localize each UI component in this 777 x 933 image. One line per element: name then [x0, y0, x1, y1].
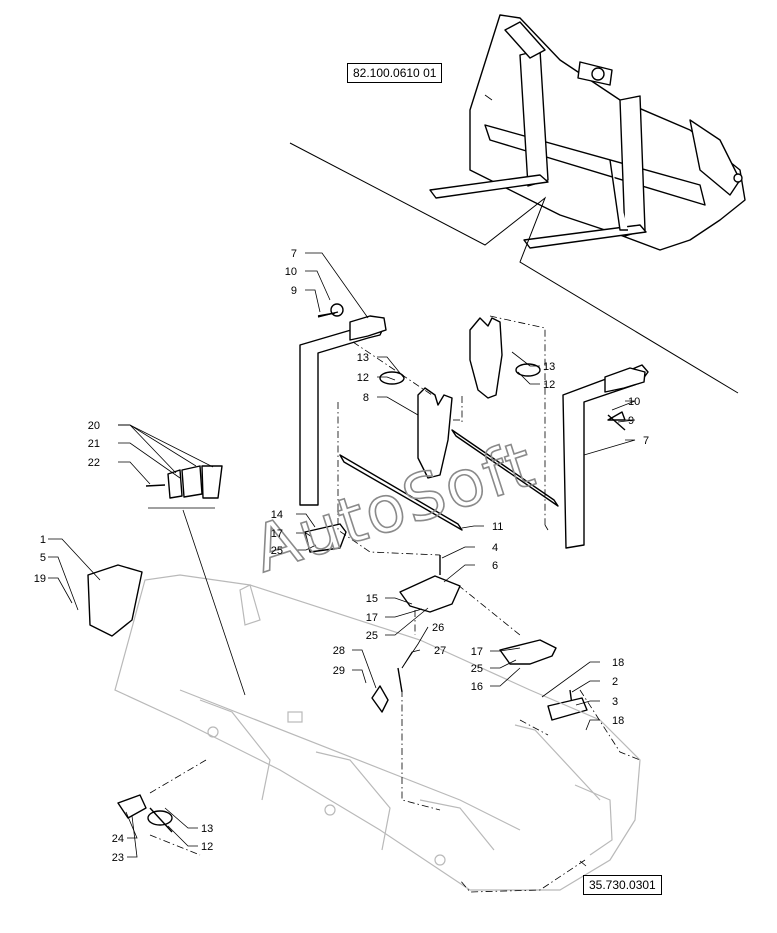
callout-c7b: 7 [643, 435, 649, 447]
callout-c18a: 18 [612, 657, 624, 669]
reference-box-top: 82.100.0610 01 [347, 63, 443, 83]
wear-plates [145, 465, 223, 499]
callout-c6: 6 [492, 560, 498, 572]
callout-c3: 3 [612, 696, 618, 708]
callout-c29: 29 [333, 665, 345, 677]
callout-c9b: 9 [628, 415, 634, 427]
callout-c12c: 12 [201, 841, 213, 853]
callout-c13a: 13 [357, 352, 369, 364]
callout-c24: 24 [112, 833, 124, 845]
callout-c11: 11 [492, 521, 503, 533]
bucket-outline [114, 574, 641, 891]
callout-c25a: 25 [271, 545, 283, 557]
callout-c17b: 17 [366, 612, 378, 624]
callout-c7a: 7 [291, 248, 297, 260]
callout-c13b: 13 [543, 361, 555, 373]
callout-c25b: 25 [366, 630, 378, 642]
right-fork-arm [562, 364, 649, 549]
callout-c26: 26 [432, 622, 444, 634]
callout-c4: 4 [492, 542, 498, 554]
bottom-latch [117, 794, 173, 833]
callout-c10a: 10 [285, 266, 297, 278]
left-fork-arm [299, 303, 387, 506]
alignment-lines [149, 315, 641, 893]
small-parts [371, 667, 588, 721]
callout-c18b: 18 [612, 715, 624, 727]
callout-c9a: 9 [291, 285, 297, 297]
callout-c17c: 17 [471, 646, 483, 658]
callout-c23: 23 [112, 852, 124, 864]
callout-c16: 16 [471, 681, 483, 693]
callout-c19: 19 [34, 573, 46, 585]
pins [317, 312, 626, 531]
side-block [87, 564, 143, 637]
callout-labels: 7 10 9 13 12 8 13 12 10 9 7 20 21 22 14 … [34, 248, 649, 864]
callout-c12b: 12 [543, 379, 555, 391]
callout-c14: 14 [271, 509, 283, 521]
callout-c2: 2 [612, 676, 618, 688]
callout-c21: 21 [88, 438, 100, 450]
section-cut-lines [289, 94, 739, 394]
callout-c12a: 12 [357, 372, 369, 384]
callout-c15: 15 [366, 593, 378, 605]
watermark-text: AutoSoft [245, 427, 545, 587]
reference-box-bottom: 35.730.0301 [583, 875, 662, 895]
callout-c22: 22 [88, 457, 100, 469]
pallet-fork-frame [429, 14, 746, 251]
leader-lines [48, 252, 636, 867]
callout-c25c: 25 [471, 663, 483, 675]
callout-c17a: 17 [271, 528, 283, 540]
callout-c1: 1 [40, 534, 46, 546]
callout-c20: 20 [88, 420, 100, 432]
callout-c5: 5 [40, 552, 46, 564]
callout-c10b: 10 [628, 396, 640, 408]
callout-c27: 27 [434, 645, 446, 657]
callout-c28: 28 [333, 645, 345, 657]
fork-hooks [417, 317, 503, 479]
callout-c13c: 13 [201, 823, 213, 835]
callout-c8: 8 [363, 392, 369, 404]
